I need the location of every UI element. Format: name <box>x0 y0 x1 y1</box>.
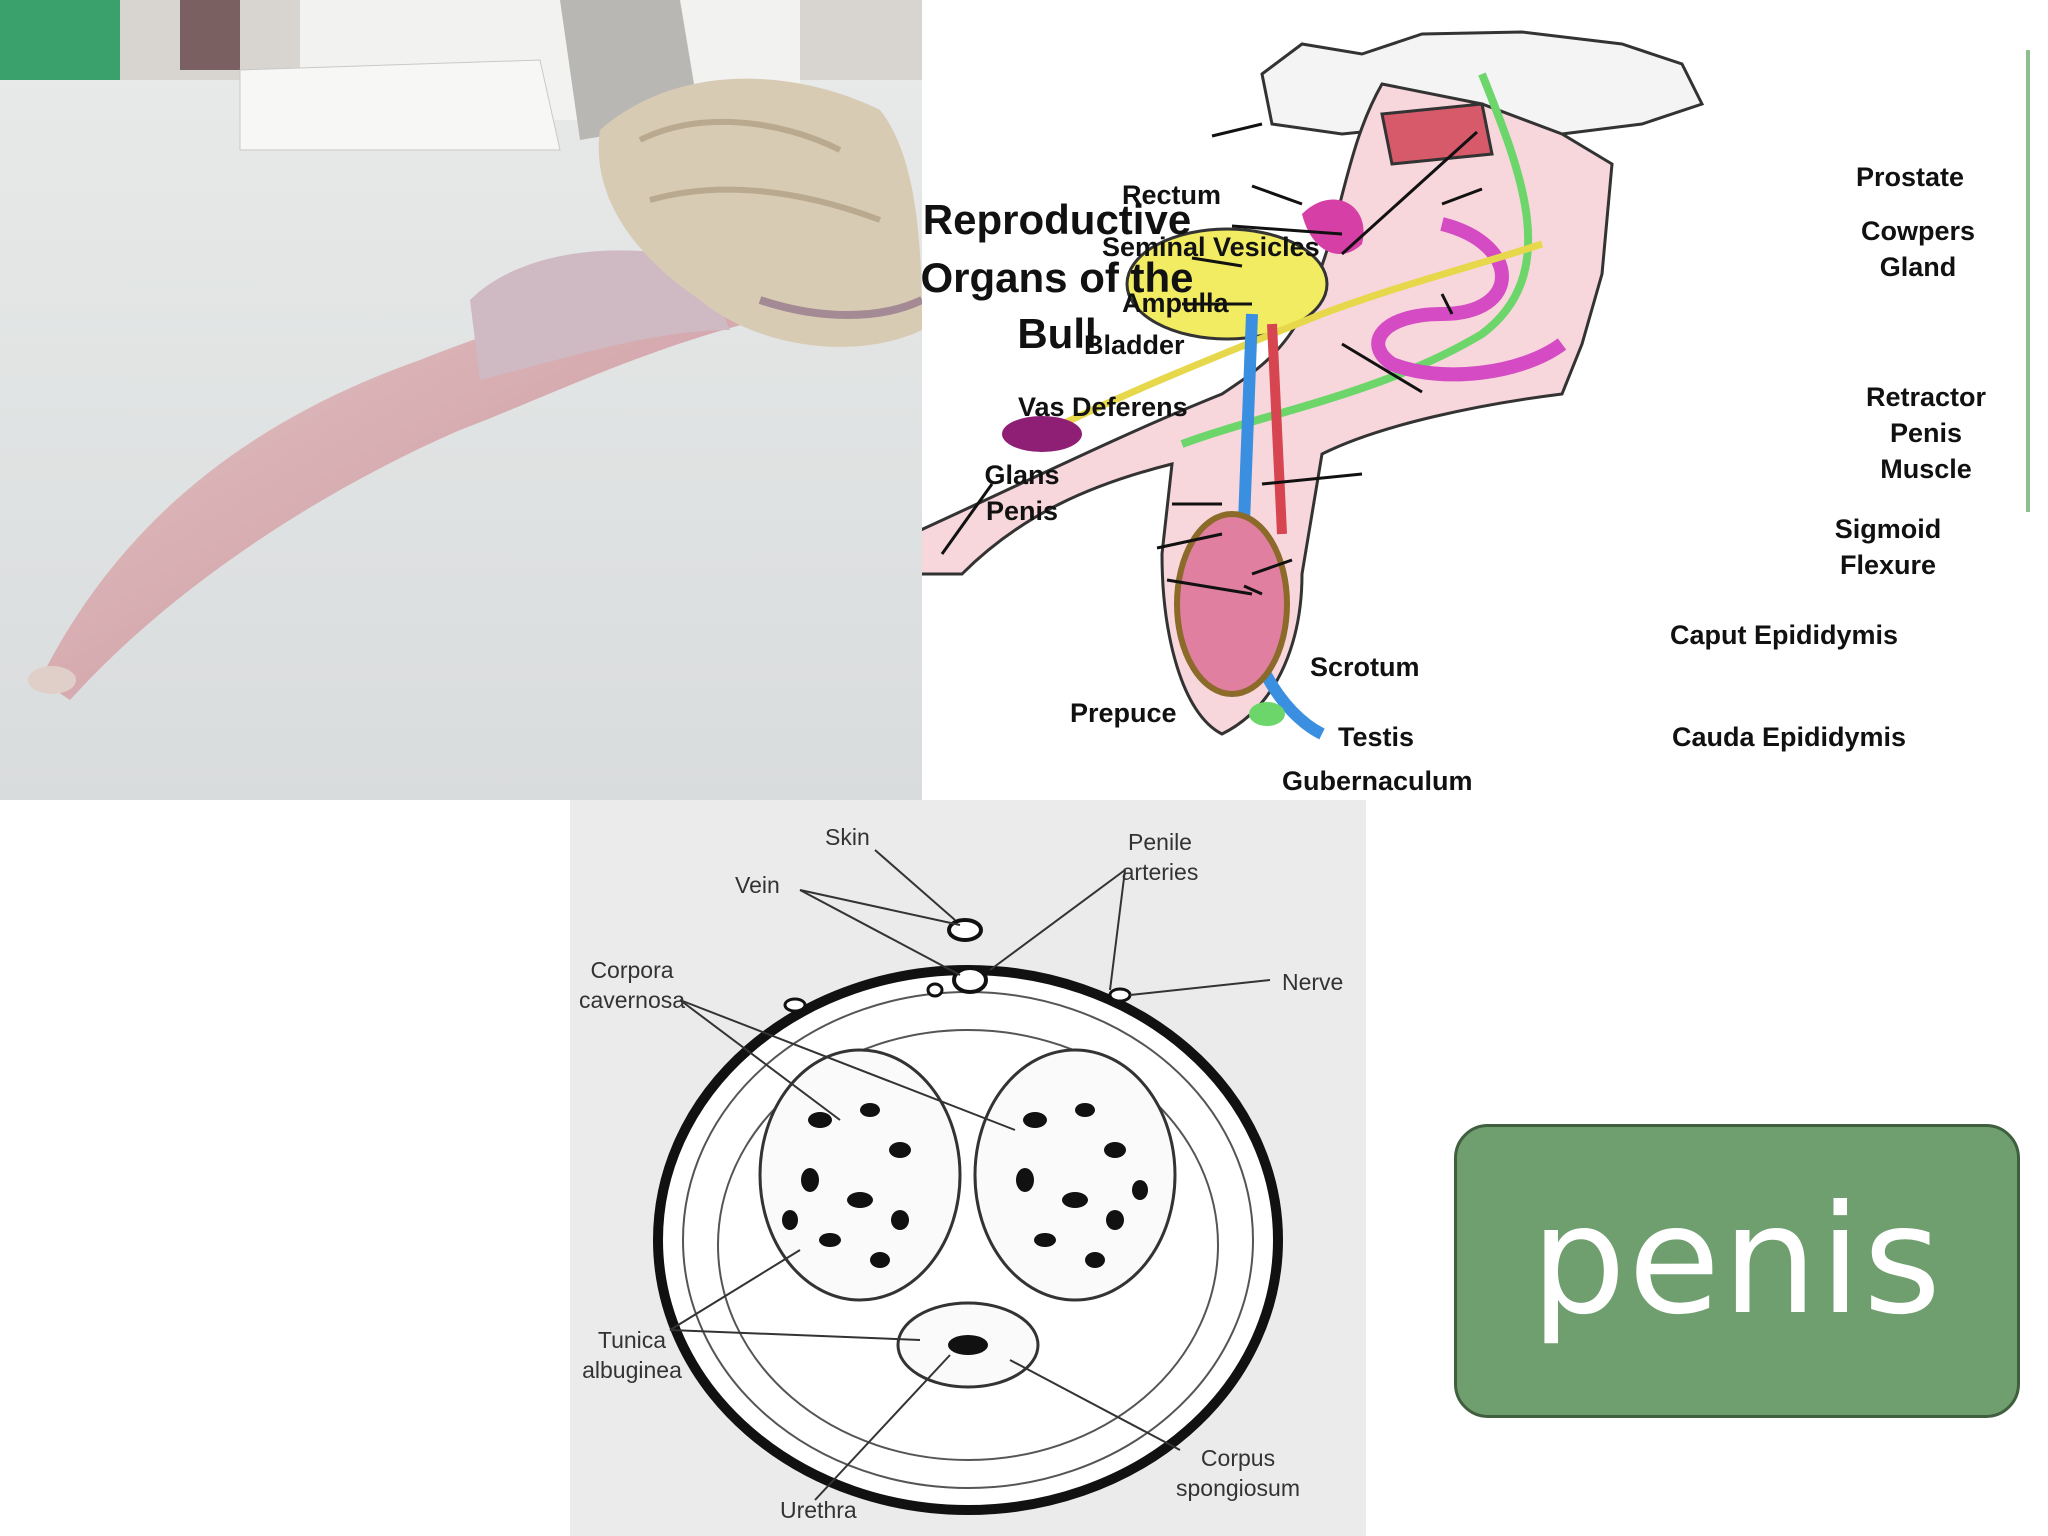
penis-cross-section-diagram: Skin Penile arteries Vein Corpora cavern… <box>570 800 1366 1536</box>
label-tunica-1: Tunica <box>598 1327 666 1353</box>
label-ampulla: Ampulla <box>1122 288 1229 318</box>
leader-lines <box>940 122 1483 596</box>
label-penile-1: Penile <box>1128 829 1192 855</box>
diagram-title-line-1: Reproductive <box>923 196 1191 243</box>
label-prepuce: Prepuce <box>1070 698 1177 728</box>
label-cowpers-1: Cowpers <box>1861 216 1975 246</box>
label-retractor-2: Penis <box>1890 418 1962 448</box>
label-scrotum: Scrotum <box>1310 652 1420 682</box>
tract-outline <box>922 82 1614 736</box>
label-seminal-vesicles: Seminal Vesicles <box>1102 232 1320 262</box>
diagram-title-line-2: Organs of the <box>922 254 1194 301</box>
bull-reproductive-diagram: Reproductive Organs of the Bull Rectum P… <box>922 14 2026 804</box>
label-corpus-1: Corpus <box>1201 1445 1275 1471</box>
glans-shape <box>1002 416 1082 452</box>
cavernous-spaces <box>782 1103 1148 1268</box>
gubernaculum-shape <box>1249 702 1285 726</box>
label-caput-epididymis: Caput Epididymis <box>1670 620 1898 650</box>
seminal-vesicle-shape <box>1302 199 1364 254</box>
corpus-cavernosum-left <box>758 1048 962 1302</box>
urethra-lumen <box>948 1335 988 1355</box>
label-glans-2: Penis <box>986 496 1058 526</box>
label-bladder: Bladder <box>1084 330 1185 360</box>
outer-skin <box>653 965 1283 1515</box>
specimen-photo <box>0 0 922 800</box>
vas-deferens-red <box>1267 323 1287 535</box>
label-sigmoid-1: Sigmoid <box>1835 514 1942 544</box>
urethra-line <box>1040 240 1544 438</box>
bladder-shape <box>1125 227 1329 341</box>
corpus-cavernosum-right <box>973 1048 1177 1302</box>
term-badge-text: penis <box>1530 1174 1944 1348</box>
label-urethra: Urethra <box>780 1497 857 1523</box>
label-penile-2: arteries <box>1122 859 1199 885</box>
label-retractor-1: Retractor <box>1866 382 1987 412</box>
cross-leader-lines <box>669 849 1271 1501</box>
label-cowpers-2: Gland <box>1880 252 1957 282</box>
label-cauda-epididymis: Cauda Epididymis <box>1672 722 1906 752</box>
label-tunica-2: albuginea <box>582 1357 682 1383</box>
term-badge: penis <box>1454 1124 2020 1418</box>
label-vein: Vein <box>735 872 780 898</box>
sigmoid-flexure-shape <box>1371 217 1567 382</box>
label-gubernaculum: Gubernaculum <box>1282 766 1473 796</box>
label-retractor-3: Muscle <box>1880 454 1972 484</box>
label-corpus-2: spongiosum <box>1176 1475 1300 1501</box>
label-rectum: Rectum <box>1122 180 1221 210</box>
label-vas-deferens: Vas Deferens <box>1018 392 1188 422</box>
label-prostate: Prostate <box>1856 162 1964 192</box>
testis-shape <box>1174 511 1290 697</box>
label-testis: Testis <box>1338 722 1414 752</box>
label-corpora-1: Corpora <box>590 957 673 983</box>
label-corpora-2: cavernosa <box>579 987 685 1013</box>
label-glans-1: Glans <box>984 460 1059 490</box>
retractor-muscle-line <box>1180 72 1533 448</box>
diagram-title-line-3: Bull <box>1017 310 1096 357</box>
rectum-shape <box>1380 102 1494 166</box>
label-nerve: Nerve <box>1282 969 1343 995</box>
label-skin: Skin <box>825 824 870 850</box>
label-sigmoid-2: Flexure <box>1840 550 1936 580</box>
